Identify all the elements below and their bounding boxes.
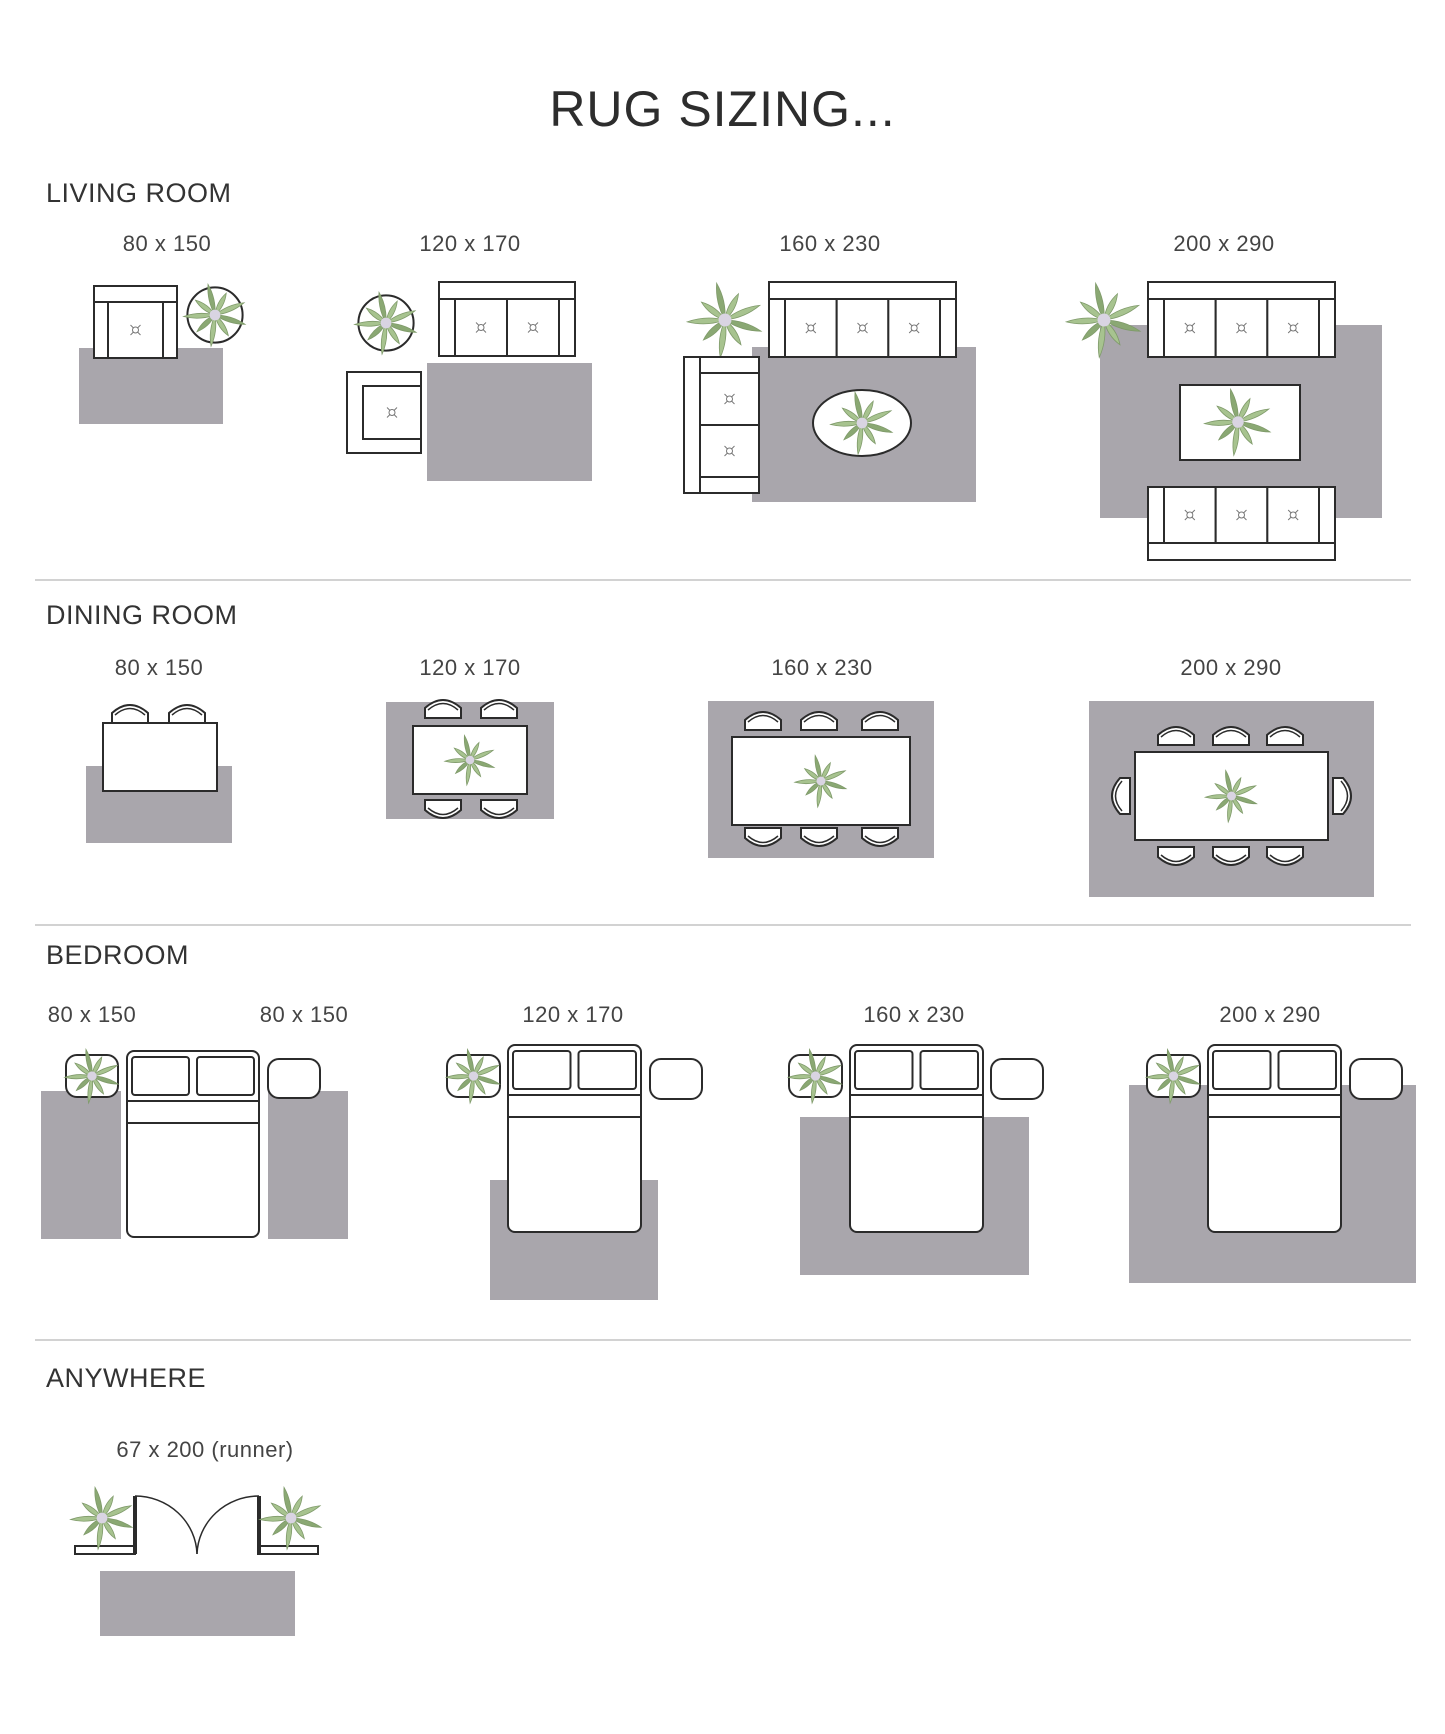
chair-icon xyxy=(480,699,518,719)
nightstand-icon xyxy=(649,1058,703,1100)
door-icon xyxy=(74,1495,319,1555)
chair-icon xyxy=(1266,726,1304,746)
plant-icon xyxy=(786,1048,843,1105)
plant-icon xyxy=(63,1048,120,1105)
sofa-icon xyxy=(438,281,576,357)
plant-icon xyxy=(829,390,894,456)
nightstand-icon xyxy=(1349,1058,1403,1100)
plant-icon xyxy=(443,734,496,787)
size-label-dining-2: 120 x 170 xyxy=(419,655,521,680)
chair-icon xyxy=(1157,846,1195,866)
sofa-icon xyxy=(1147,281,1336,358)
plant-icon xyxy=(685,281,763,359)
size-label-dining-4: 200 x 290 xyxy=(1180,655,1282,680)
section-divider-3 xyxy=(35,1339,1411,1341)
size-label-living-3: 160 x 230 xyxy=(779,231,881,256)
plant-icon xyxy=(444,1048,501,1105)
plant-icon xyxy=(258,1485,323,1551)
plant-icon xyxy=(1203,769,1258,824)
sofa-icon xyxy=(1147,486,1336,561)
page-title: RUG SIZING... xyxy=(549,81,896,137)
size-label-dining-3: 160 x 230 xyxy=(771,655,873,680)
dining-table-icon xyxy=(102,722,218,792)
section-title-living-room: LIVING ROOM xyxy=(46,178,232,208)
chair-icon xyxy=(168,704,206,724)
sofa-icon xyxy=(768,281,957,358)
chair-icon xyxy=(1157,726,1195,746)
armchair-icon xyxy=(346,371,422,454)
bed-icon xyxy=(126,1050,260,1238)
size-label-living-1: 80 x 150 xyxy=(122,231,212,256)
chair-icon xyxy=(800,711,838,731)
plant-icon xyxy=(182,282,247,348)
rug xyxy=(100,1571,295,1636)
size-label-bedroom-1b: 80 x 150 xyxy=(259,1002,349,1027)
armchair-icon xyxy=(93,285,178,359)
sofa-icon xyxy=(683,356,760,494)
chair-icon xyxy=(1332,777,1352,815)
section-title-bedroom: BEDROOM xyxy=(46,940,190,970)
rug xyxy=(427,363,592,481)
chair-icon xyxy=(1266,846,1304,866)
plant-icon xyxy=(353,290,418,356)
size-label-bedroom-4: 200 x 290 xyxy=(1219,1002,1321,1027)
size-label-dining-1: 80 x 150 xyxy=(114,655,204,680)
size-label-bedroom-3: 160 x 230 xyxy=(863,1002,965,1027)
chair-icon xyxy=(861,711,899,731)
plant-icon xyxy=(793,754,848,809)
chair-icon xyxy=(1212,726,1250,746)
plant-icon xyxy=(1144,1048,1201,1105)
rug xyxy=(41,1091,121,1239)
section-title-anywhere: ANYWHERE xyxy=(46,1363,207,1393)
rug xyxy=(268,1091,348,1239)
section-divider-2 xyxy=(35,924,1411,926)
chair-icon xyxy=(424,699,462,719)
section-title-dining-room: DINING ROOM xyxy=(46,600,238,630)
bed-icon xyxy=(1207,1044,1342,1233)
plant-icon xyxy=(69,1485,134,1551)
chair-icon xyxy=(1212,846,1250,866)
size-label-anywhere-1: 67 x 200 (runner) xyxy=(116,1437,294,1462)
chair-icon xyxy=(1111,777,1131,815)
chair-icon xyxy=(424,799,462,819)
rug xyxy=(79,348,223,424)
chair-icon xyxy=(744,827,782,847)
plant-icon xyxy=(1203,387,1272,457)
chair-icon xyxy=(480,799,518,819)
size-label-living-4: 200 x 290 xyxy=(1173,231,1275,256)
size-label-living-2: 120 x 170 xyxy=(419,231,521,256)
size-label-bedroom-1a: 80 x 150 xyxy=(47,1002,137,1027)
chair-icon xyxy=(861,827,899,847)
plant-icon xyxy=(1064,281,1142,359)
nightstand-icon xyxy=(267,1058,321,1099)
bed-icon xyxy=(849,1044,984,1233)
chair-icon xyxy=(111,704,149,724)
chair-icon xyxy=(800,827,838,847)
section-divider-1 xyxy=(35,579,1411,581)
bed-icon xyxy=(507,1044,642,1233)
nightstand-icon xyxy=(990,1058,1044,1100)
chair-icon xyxy=(744,711,782,731)
size-label-bedroom-2: 120 x 170 xyxy=(522,1002,624,1027)
